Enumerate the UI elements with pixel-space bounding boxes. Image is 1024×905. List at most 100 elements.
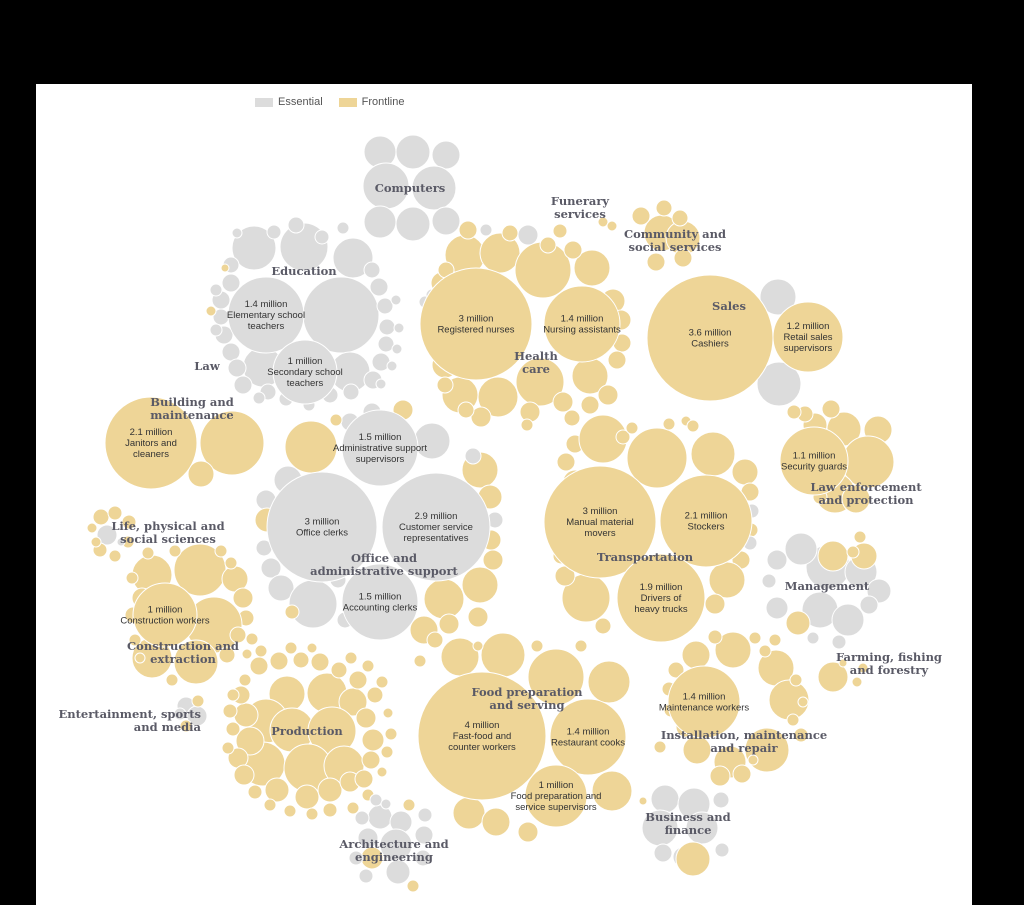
occupation-bubble [768, 633, 782, 647]
legend-label-frontline: Frontline [361, 96, 405, 108]
labeled-occupation-bubble [543, 285, 621, 363]
occupation-bubble [539, 236, 557, 254]
occupation-bubble [220, 263, 230, 273]
occupation-bubble [380, 745, 394, 759]
occupation-bubble [472, 640, 484, 652]
legend-item-essential: Essential [255, 96, 323, 108]
occupation-bubble [380, 798, 392, 810]
occupation-bubble [369, 277, 389, 297]
occupation-bubble [638, 796, 648, 806]
occupation-bubble [482, 549, 504, 571]
occupation-bubble [556, 452, 576, 472]
occupation-bubble [375, 378, 387, 390]
occupation-bubble [766, 549, 788, 571]
occupation-bubble [378, 318, 396, 336]
occupation-bubble [587, 660, 631, 704]
occupation-bubble [653, 843, 673, 863]
occupation-bubble [393, 322, 405, 334]
occupation-bubble [714, 842, 730, 858]
occupation-bubble [108, 549, 122, 563]
occupation-bubble [395, 134, 431, 170]
occupation-bubble [354, 769, 374, 789]
labeled-occupation-bubble [543, 465, 657, 579]
occupation-bubble [831, 603, 865, 637]
group-label: Management [785, 579, 870, 593]
occupation-bubble [797, 696, 809, 708]
labeled-occupation-bubble [549, 698, 627, 776]
occupation-bubble [92, 508, 110, 526]
group-label: Law [194, 359, 221, 373]
occupation-bubble [107, 505, 123, 521]
occupation-bubble [288, 579, 338, 629]
occupation-bubble [348, 670, 368, 690]
occupation-bubble [187, 460, 215, 488]
occupation-bubble [218, 646, 236, 664]
occupation-bubble [231, 225, 277, 271]
occupation-bubble [853, 530, 867, 544]
occupation-bubble [712, 791, 730, 809]
occupation-bubble [225, 721, 241, 737]
occupation-bubble [438, 613, 460, 635]
occupation-bubble [467, 606, 489, 628]
group-label: Transportation [597, 550, 694, 564]
occupation-bubble [426, 631, 444, 649]
occupation-bubble [789, 673, 803, 687]
occupation-bubble [235, 726, 265, 756]
occupation-bubble [229, 626, 247, 644]
occupation-bubble [655, 199, 673, 217]
occupation-bubble [241, 648, 253, 660]
occupation-bubble [520, 418, 534, 432]
occupation-bubble [607, 350, 627, 370]
legend-item-frontline: Frontline [338, 96, 405, 108]
occupation-bubble [671, 209, 689, 227]
occupation-bubble [708, 561, 746, 599]
labeled-occupation-bubble [227, 276, 305, 354]
occupation-bubble [283, 804, 297, 818]
occupation-bubble [292, 651, 310, 669]
legend-label-essential: Essential [278, 96, 323, 108]
occupation-bubble [690, 431, 736, 477]
occupation-bubble [322, 802, 338, 818]
occupation-bubble [817, 661, 849, 693]
occupation-bubble [423, 578, 465, 620]
occupation-bubble [224, 556, 238, 570]
labeled-occupation-bubble [132, 582, 198, 648]
occupation-bubble [747, 754, 759, 766]
occupation-bubble [709, 765, 731, 787]
occupation-bubble [786, 713, 800, 727]
occupation-bubble [515, 357, 565, 407]
occupation-bubble [675, 841, 711, 877]
labeled-occupation-bubble [341, 563, 419, 641]
occupation-bubble [317, 777, 343, 803]
occupation-bubble [653, 740, 667, 754]
labeled-occupation-bubble [772, 301, 844, 373]
occupation-bubble [254, 644, 268, 658]
group-label: Production [271, 724, 343, 738]
occupation-bubble [294, 784, 320, 810]
occupation-bubble [332, 237, 374, 279]
occupation-bubble [431, 206, 461, 236]
occupation-bubble [806, 631, 820, 645]
occupation-bubble [363, 205, 397, 239]
occupation-bubble [714, 631, 752, 669]
occupation-bubble [461, 566, 499, 604]
occupation-bubble [209, 323, 223, 337]
occupation-bubble [464, 447, 482, 465]
occupation-bubble [376, 297, 394, 315]
occupation-bubble [458, 220, 478, 240]
